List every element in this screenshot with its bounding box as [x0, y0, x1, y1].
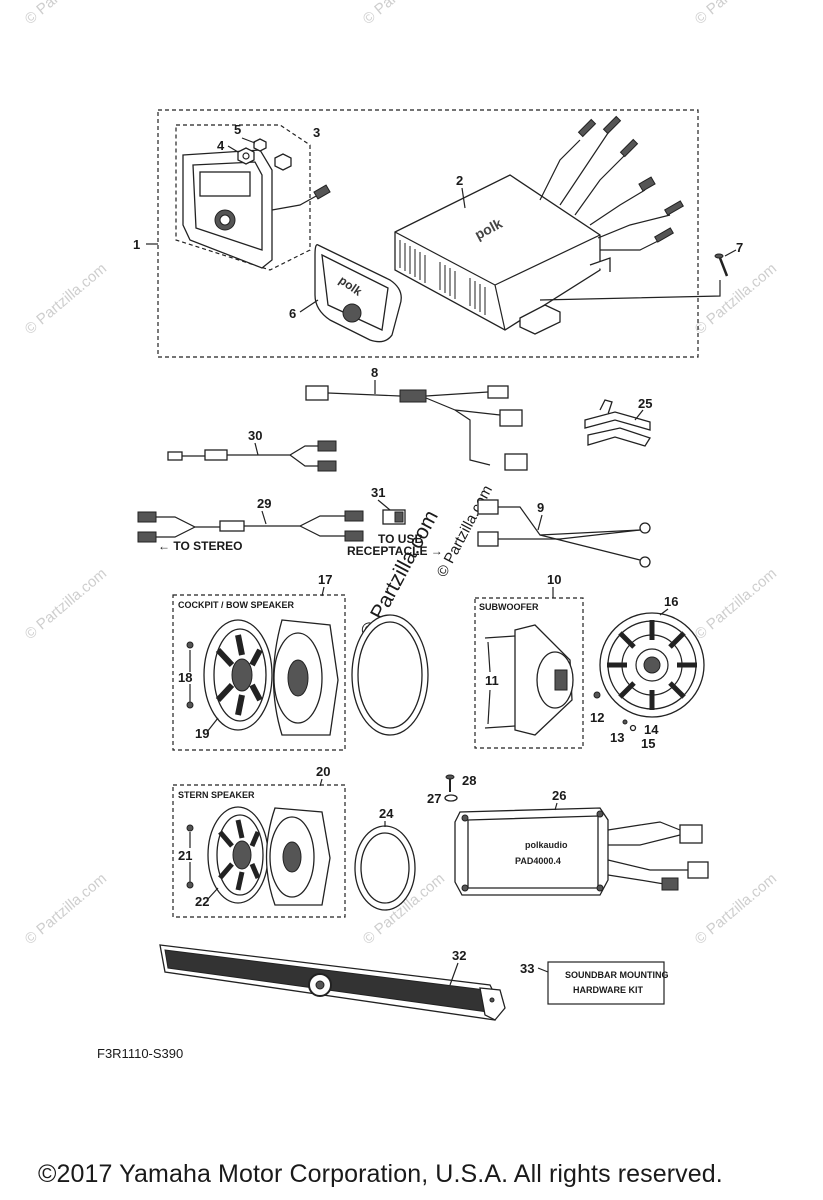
label-subwoofer: SUBWOOFER: [479, 602, 539, 612]
watermark: © Partzilla.com: [692, 870, 780, 948]
callout-27: 27: [427, 791, 441, 806]
watermark: © Partzilla.com: [22, 565, 110, 643]
callout-3: 3: [313, 125, 320, 140]
bezel: polk: [314, 244, 402, 343]
watermark: © Partzilla.com: [360, 0, 448, 28]
cockpit-speaker-box: [172, 594, 346, 751]
callout-4: 4: [217, 138, 225, 153]
callout-10: 10: [547, 572, 561, 587]
callout-30: 30: [248, 428, 262, 443]
callout-20: 20: [316, 764, 330, 779]
callout-26: 26: [552, 788, 566, 803]
callout-32: 32: [452, 948, 466, 963]
kit-1-box: [157, 109, 699, 358]
callout-2: 2: [456, 173, 463, 188]
callout-7: 7: [736, 240, 743, 255]
callout-18: 18: [178, 670, 192, 685]
rca-cable-29: [137, 510, 364, 543]
callout-28: 28: [462, 773, 476, 788]
subwoofer-grille: [599, 612, 705, 718]
label-cockpit: COCKPIT / BOW SPEAKER: [178, 600, 295, 610]
callout-5: 5: [234, 122, 241, 137]
speaker-grille: [207, 806, 269, 904]
note-receptacle: RECEPTACLE →: [347, 544, 443, 558]
receiver-unit: polk: [394, 115, 721, 335]
note-to-usb: TO USB: [378, 532, 423, 546]
watermark: © Partzilla.com: [692, 565, 780, 643]
bracket-hardware: [593, 691, 637, 732]
head-unit: [182, 149, 331, 269]
speaker-gasket: [354, 825, 416, 911]
watermark: © Partzilla.com: [22, 0, 110, 28]
watermark: © Partzilla.com: [692, 0, 780, 28]
clip-tie: [584, 399, 651, 447]
callout-25: 25: [638, 396, 652, 411]
callout-15: 15: [641, 736, 655, 751]
speaker-gasket: [351, 614, 429, 736]
callout-1: 1: [133, 237, 140, 252]
callout-16: 16: [664, 594, 678, 609]
nut: [237, 138, 292, 171]
label-stern: STERN SPEAKER: [178, 790, 255, 800]
callout-33: 33: [520, 961, 534, 976]
soundbar: [159, 944, 506, 1021]
watermark: © Partzilla.com: [692, 260, 780, 338]
watermark: © Partzilla.com: [22, 870, 110, 948]
coaxial-speaker: [265, 807, 331, 906]
callout-24: 24: [379, 806, 394, 821]
copyright-notice: ©2017 Yamaha Motor Corporation, U.S.A. A…: [38, 1160, 723, 1188]
head-unit-kit-box: [175, 124, 311, 271]
note-to-stereo: ← TO STEREO: [158, 539, 242, 553]
marine-amplifier: polkaudio PAD4000.4: [454, 807, 709, 896]
callout-21: 21: [178, 848, 192, 863]
label-soundbar-1: SOUNDBAR MOUNTING: [565, 970, 669, 980]
usb-adapter: [382, 509, 406, 525]
amp-model: PAD4000.4: [515, 856, 561, 866]
callout-8: 8: [371, 365, 378, 380]
callout-6: 6: [289, 306, 296, 321]
usb-harness: [305, 380, 528, 471]
screw: [186, 641, 194, 709]
washer: [444, 774, 458, 802]
watermark-layer: © Partzilla.com © Partzilla.com © Partzi…: [22, 0, 780, 948]
callout-29: 29: [257, 496, 271, 511]
power-harness: [477, 499, 651, 568]
soundbar-kit-box: [547, 961, 665, 1005]
diagram-code: F3R1110-S390: [97, 1046, 184, 1061]
amp-brand: polkaudio: [525, 840, 568, 850]
watermark-medium: © Partzilla.com: [434, 483, 496, 580]
stern-speaker-box: [172, 784, 346, 918]
callout-11: 11: [485, 673, 499, 688]
screw: [714, 253, 729, 277]
subwoofer-driver: [484, 624, 574, 736]
callout-9: 9: [537, 500, 544, 515]
coaxial-speaker: [272, 619, 339, 736]
callout-13: 13: [610, 730, 624, 745]
rca-cable-30: [167, 440, 337, 472]
callout-12: 12: [590, 710, 604, 725]
label-soundbar-2: HARDWARE KIT: [573, 985, 643, 995]
callout-31: 31: [371, 485, 385, 500]
subwoofer-box: [474, 597, 584, 749]
callout-17: 17: [318, 572, 332, 587]
speaker-grille: [203, 619, 273, 731]
callout-19: 19: [195, 726, 209, 741]
callout-14: 14: [644, 722, 659, 737]
watermark: © Partzilla.com: [22, 260, 110, 338]
callout-22: 22: [195, 894, 209, 909]
